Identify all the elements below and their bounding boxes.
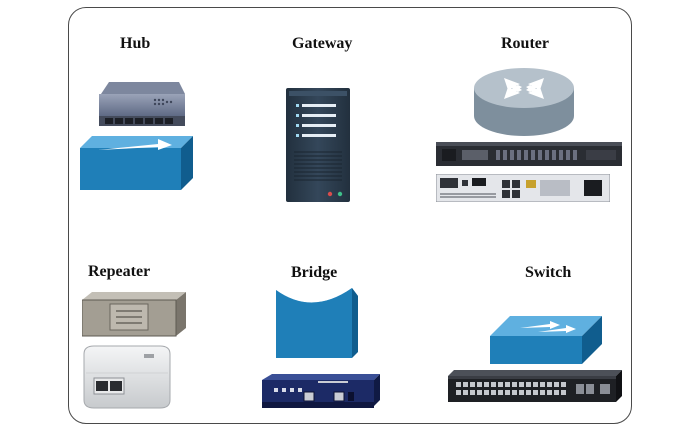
router-chassis-front-photo (436, 140, 622, 168)
repeater-label: Repeater (88, 263, 150, 281)
switch-device-photo (444, 368, 624, 406)
repeater-icon (82, 292, 186, 338)
router-label: Router (501, 35, 549, 53)
gateway-server-icon (286, 88, 350, 202)
gateway-label: Gateway (292, 35, 352, 53)
hub-device-photo (95, 80, 187, 132)
hub-icon (80, 134, 194, 192)
router-chassis-back-photo (436, 174, 610, 202)
bridge-device-photo (258, 372, 384, 412)
switch-icon (490, 314, 602, 364)
router-icon (474, 66, 574, 138)
switch-label: Switch (525, 264, 571, 282)
repeater-device-photo (80, 344, 174, 410)
hub-label: Hub (120, 35, 150, 53)
bridge-icon (272, 286, 360, 360)
bridge-label: Bridge (291, 264, 337, 282)
